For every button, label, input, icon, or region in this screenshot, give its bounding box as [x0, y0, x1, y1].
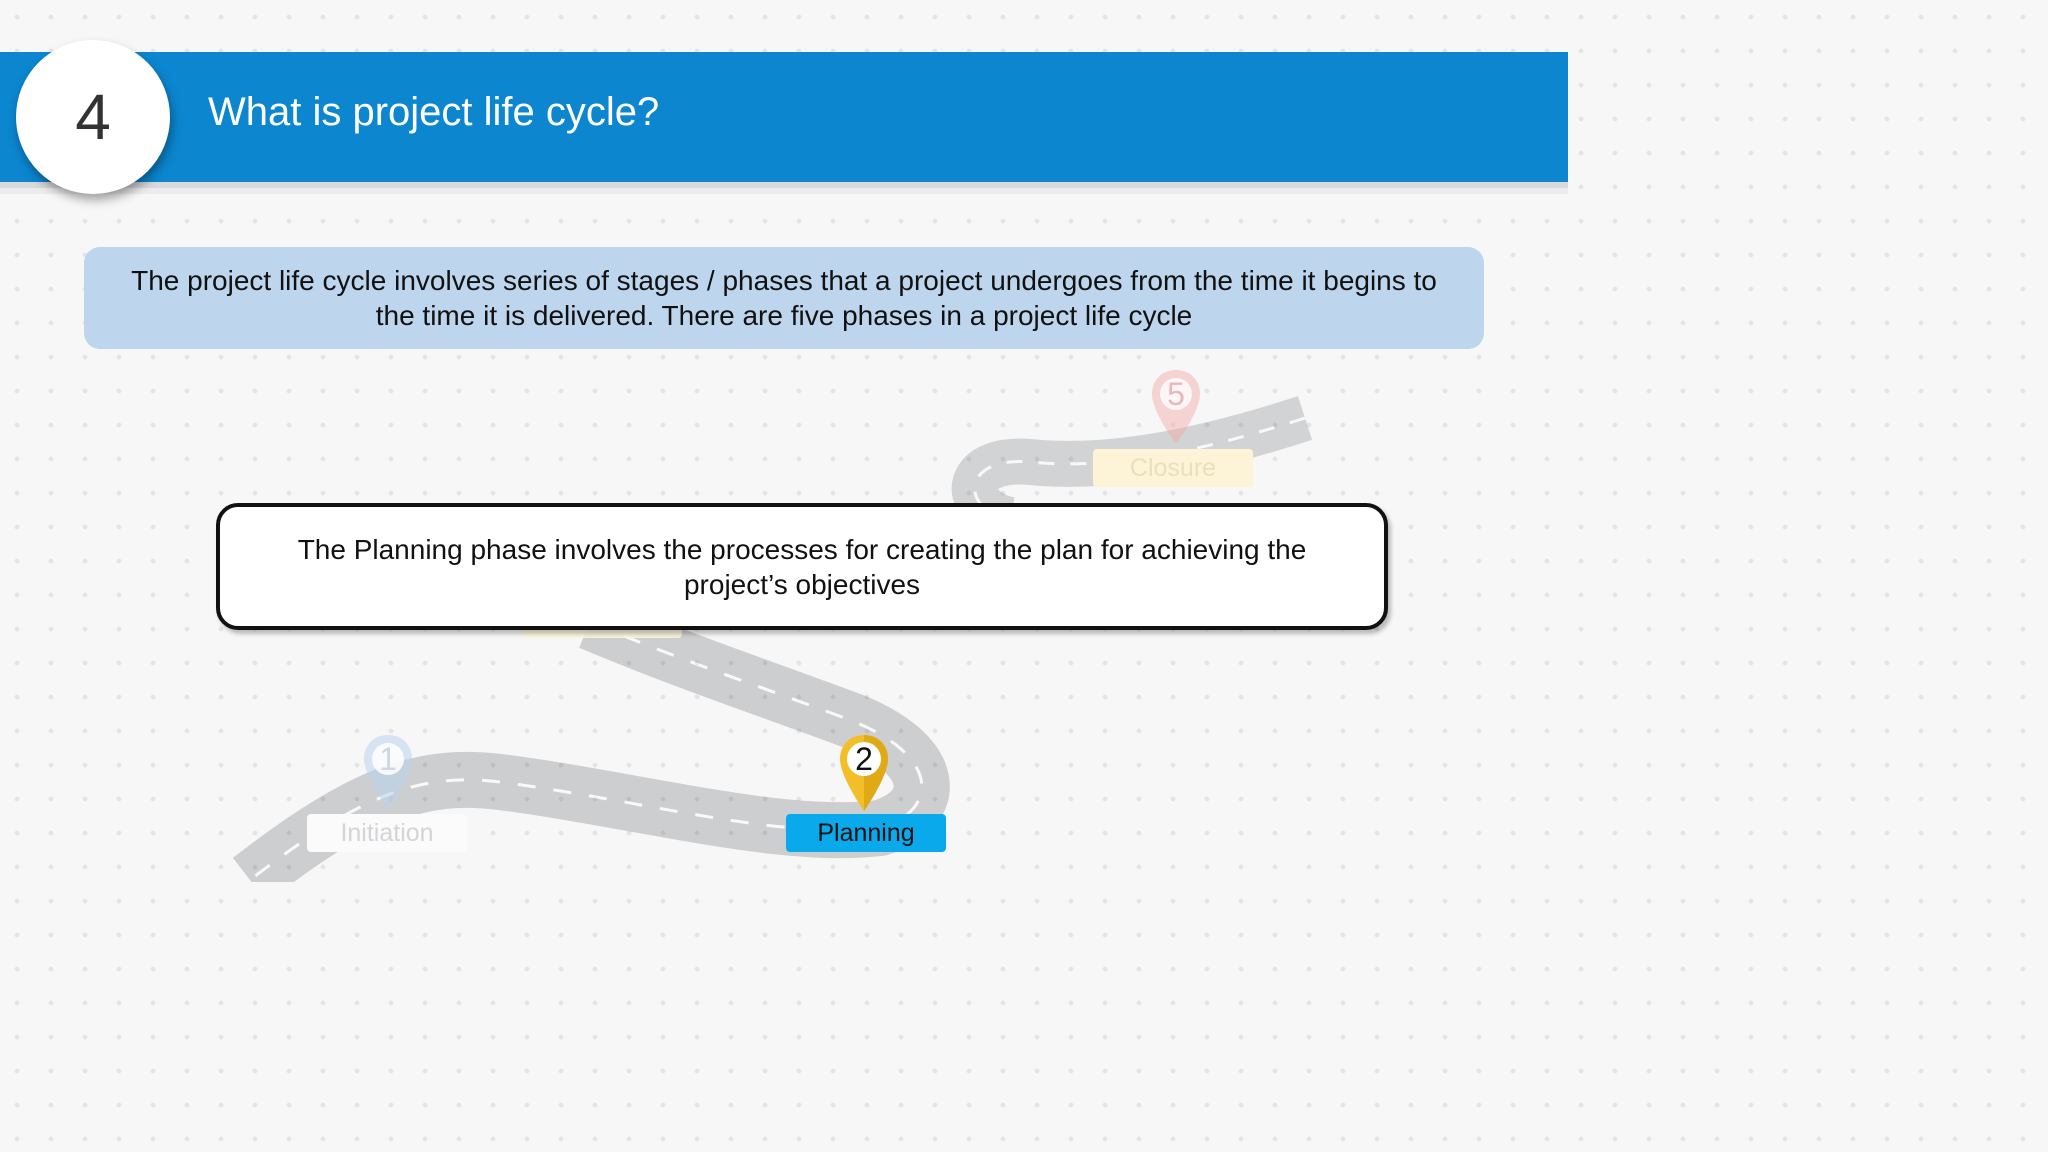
- intro-box: The project life cycle involves series o…: [84, 247, 1484, 349]
- slide-title: What is project life cycle?: [208, 90, 660, 134]
- closure-pin-number: 5: [1167, 376, 1185, 412]
- planning-pin-icon: [840, 735, 888, 811]
- planning-callout: The Planning phase involves the processe…: [216, 503, 1388, 630]
- planning-pin-number: 2: [855, 741, 873, 777]
- initiation-pin-number: 1: [379, 741, 397, 777]
- header-bar: [0, 52, 1568, 182]
- slide-number-badge: 4: [16, 40, 170, 194]
- slide-number: 4: [75, 81, 111, 153]
- phase-label-closure: Closure: [1093, 449, 1253, 487]
- road-illustration: [232, 396, 1313, 882]
- phase-label-planning: Planning: [786, 814, 946, 852]
- intro-text: The project life cycle involves series o…: [131, 265, 1437, 331]
- closure-pin-icon: [1152, 370, 1200, 444]
- initiation-pin-icon: [364, 735, 412, 809]
- phase-label-initiation: Initiation: [307, 814, 467, 852]
- callout-text: The Planning phase involves the processe…: [297, 533, 1307, 600]
